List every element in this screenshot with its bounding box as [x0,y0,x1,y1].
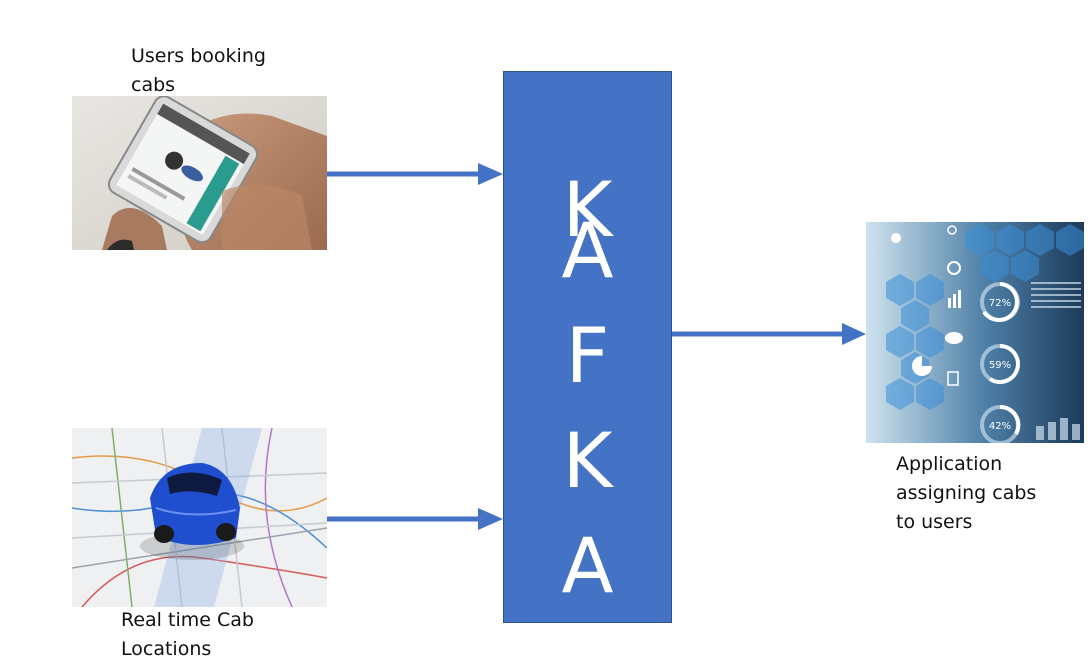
gauge-72-text: 72% [989,298,1011,309]
dashboard-infographic-picture: 72% 59% 42% [866,222,1084,443]
kafka-letter: A [561,521,614,610]
arrowhead-locations [478,508,503,530]
cab-locations-label: Real time Cab Locations [121,609,254,660]
map-with-toy-car-picture [72,428,327,607]
dashboard-image: 72% 59% 42% [866,222,1084,443]
kafka-letter: F [565,311,610,400]
application-label: Application assigning cabs to users [896,453,1037,533]
arrowhead-users [478,163,503,185]
phone-booking-image [72,96,327,250]
phone-in-hand-picture [72,96,327,250]
kafka-broker-box: K A F K A [503,71,672,623]
arrowhead-application [842,323,866,345]
gauge-42-text: 42% [989,421,1011,432]
users-booking-label: Users booking cabs [131,45,266,96]
kafka-letter: K [562,165,613,254]
car-on-map-image [72,428,327,607]
kafka-letter: K [562,416,613,505]
kafka-letter: A [561,206,614,295]
gauge-59-text: 59% [989,360,1011,371]
